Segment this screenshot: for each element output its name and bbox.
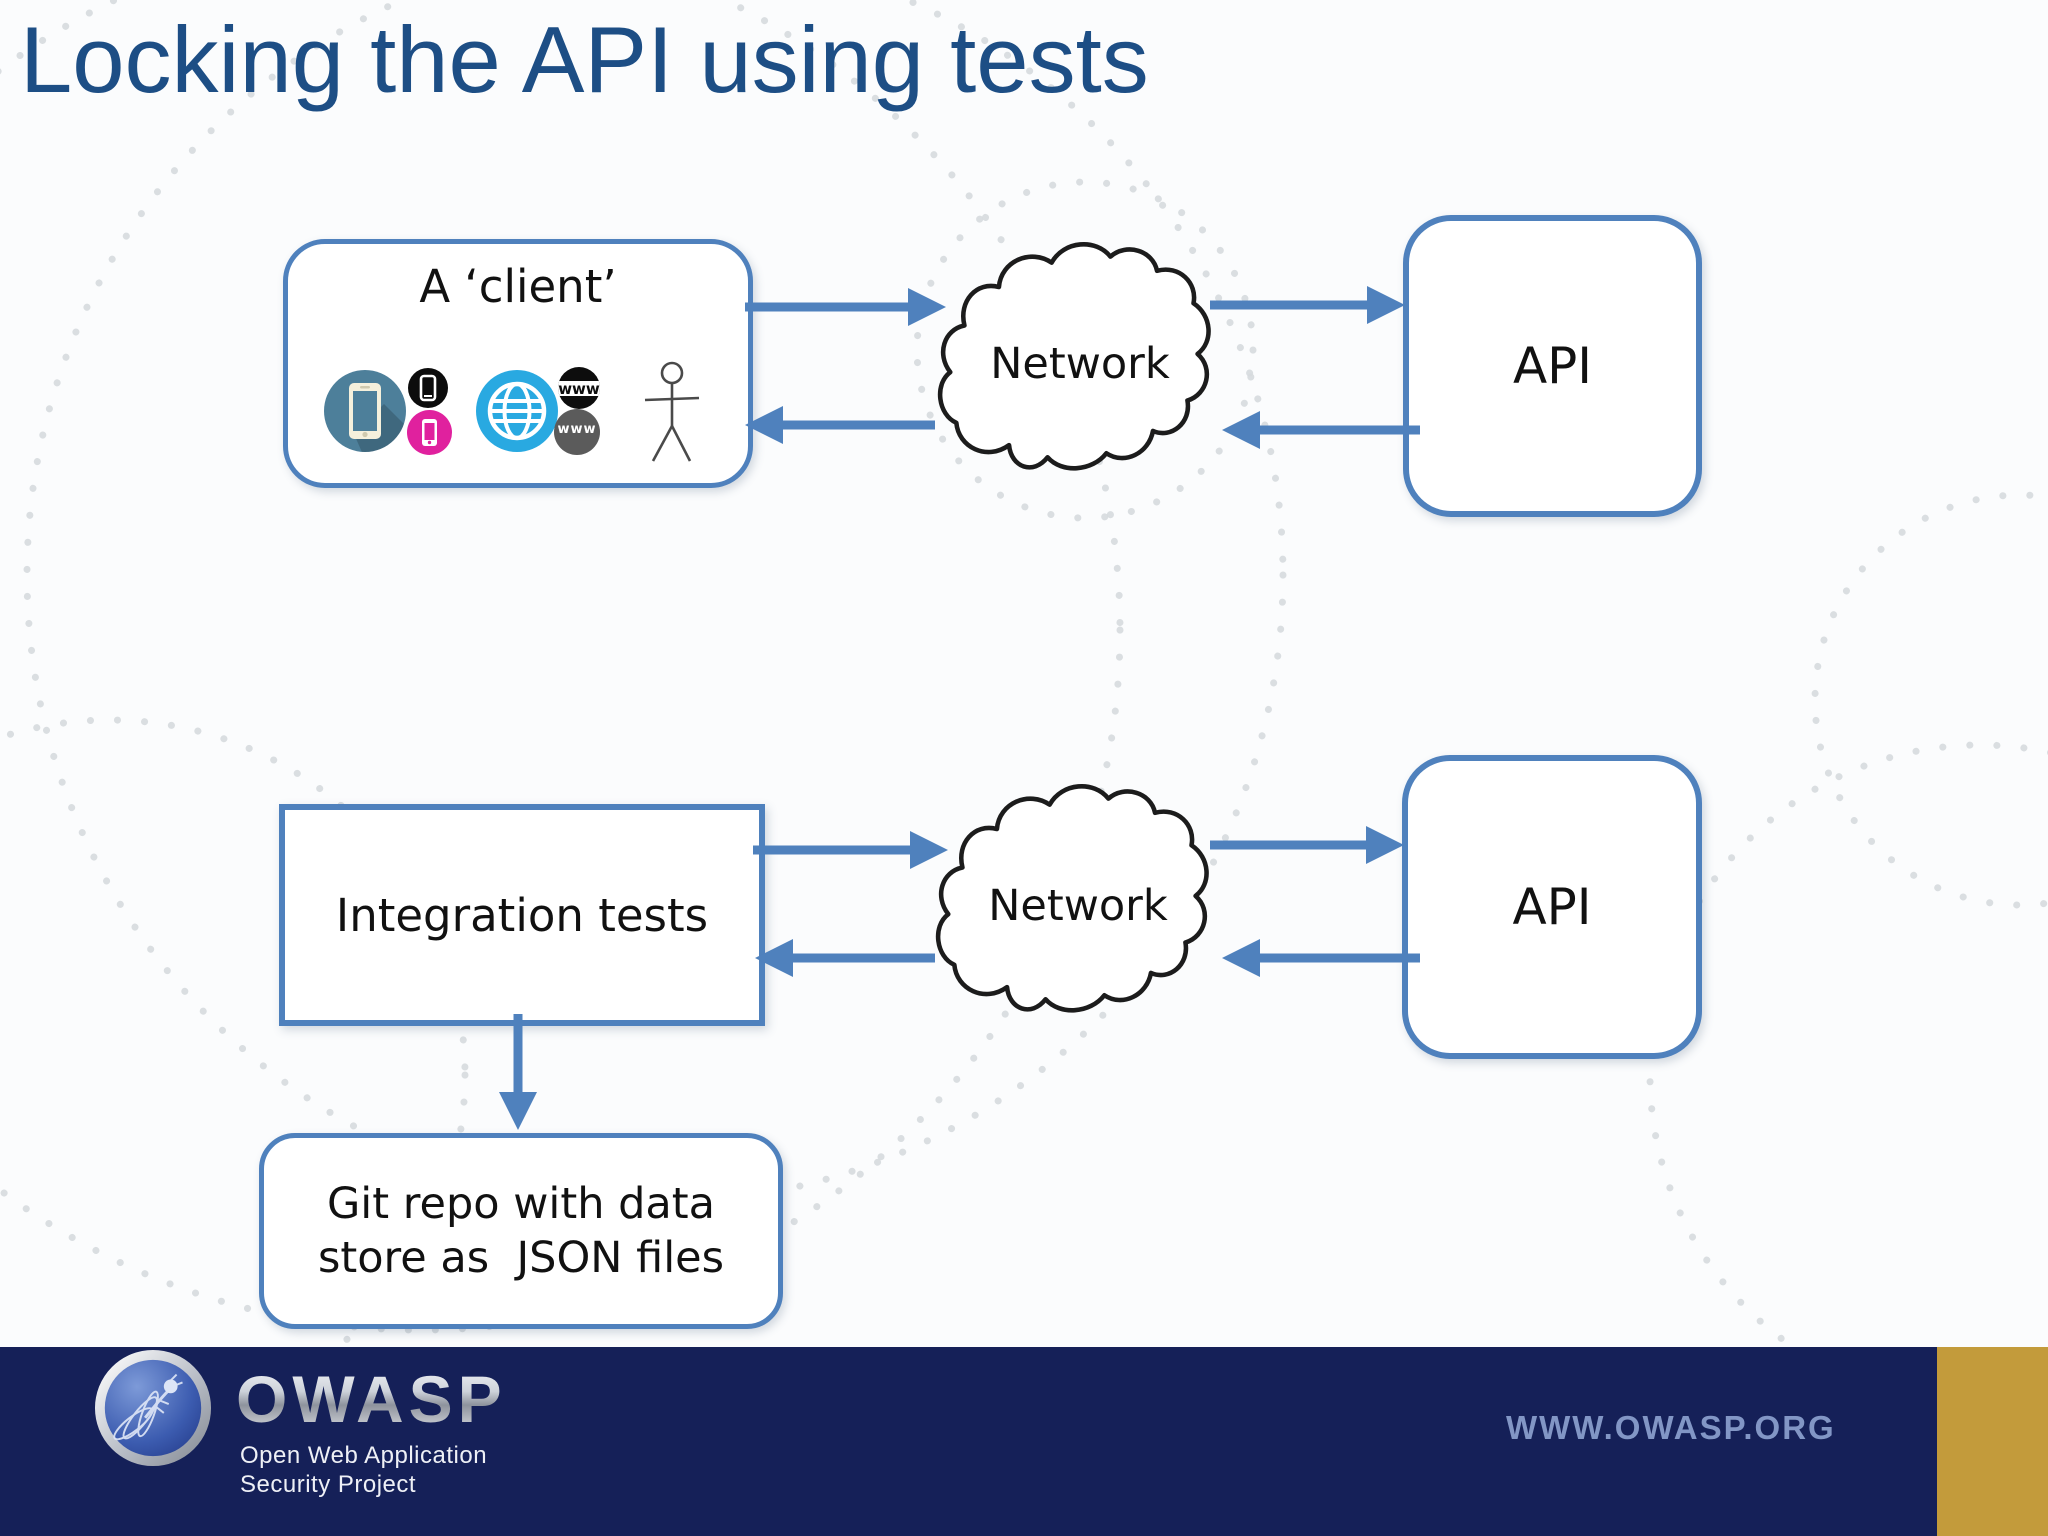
- www-gray-icon: www: [554, 409, 600, 455]
- www-gray-label: www: [557, 422, 597, 437]
- footer-gold-block: [1937, 1347, 2048, 1536]
- network-cloud-top: Network: [930, 228, 1230, 494]
- network-label-bottom: Network: [988, 881, 1168, 931]
- footer-bar: OWASP Open Web Application Security Proj…: [0, 1347, 2048, 1536]
- mobile-phone-magenta-icon: [407, 410, 452, 455]
- network-cloud-bottom: Network: [928, 770, 1228, 1036]
- api-label-top: API: [1512, 337, 1593, 395]
- integration-tests-label: Integration tests: [335, 888, 709, 942]
- integration-tests-box: Integration tests: [279, 804, 765, 1026]
- page-title: Locking the API using tests: [20, 7, 1149, 112]
- git-repo-label-line1: Git repo with data: [326, 1178, 715, 1229]
- owasp-subtitle-line1: Open Web Application: [240, 1442, 488, 1469]
- owasp-wordmark: OWASP: [236, 1362, 507, 1436]
- client-box-label: A ‘client’: [419, 260, 617, 313]
- api-box-bottom: API: [1402, 755, 1702, 1059]
- www-black-icon: www: [558, 367, 600, 409]
- client-box: A ‘client’: [283, 239, 753, 488]
- network-label-top: Network: [990, 339, 1170, 389]
- person-stick-icon: [640, 360, 704, 474]
- owasp-logo-icon: [94, 1349, 212, 1472]
- git-repo-label-line2: store as JSON files: [317, 1233, 725, 1283]
- www-black-label: www: [558, 380, 600, 398]
- api-label-bottom: API: [1512, 878, 1592, 936]
- smartphone-icon: [324, 370, 406, 452]
- mobile-phone-black-icon: [408, 368, 448, 408]
- owasp-subtitle: Open Web Application Security Project: [240, 1441, 487, 1500]
- owasp-website-url: WWW.OWASP.ORG: [1506, 1409, 1836, 1446]
- web-globe-icon: [476, 370, 558, 452]
- api-box-top: API: [1403, 215, 1702, 517]
- git-repo-box: Git repo with data store as JSON files: [259, 1133, 783, 1329]
- owasp-subtitle-line2: Security Project: [240, 1471, 417, 1499]
